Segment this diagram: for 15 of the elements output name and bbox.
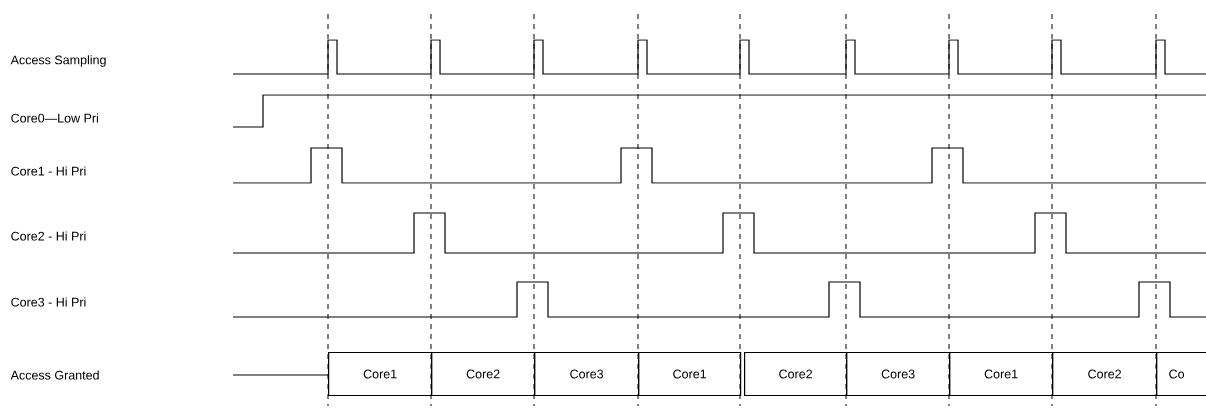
signal-label: Access Granted — [10, 370, 99, 380]
signal-label: Core2 - Hi Pri — [11, 231, 86, 241]
slot-box: Co — [1156, 351, 1206, 397]
slot-box: Core1 — [638, 351, 742, 397]
signal-label: Core3 - Hi Pri — [11, 297, 86, 307]
slot-box: Core1 — [949, 351, 1054, 397]
slot-box: Core2 — [744, 351, 848, 397]
slot-box: Core2 — [431, 351, 536, 397]
slot-box: Core2 — [1052, 351, 1158, 397]
signal-label: Core1 - Hi Pri — [11, 166, 86, 176]
signal-label: Core0—Low Pri — [11, 113, 98, 123]
slot-box: Core1 — [328, 351, 433, 397]
signal-label: Access Sampling — [10, 55, 106, 67]
slot-box: Core3 — [846, 351, 951, 397]
slot-box: Core3 — [534, 351, 640, 397]
